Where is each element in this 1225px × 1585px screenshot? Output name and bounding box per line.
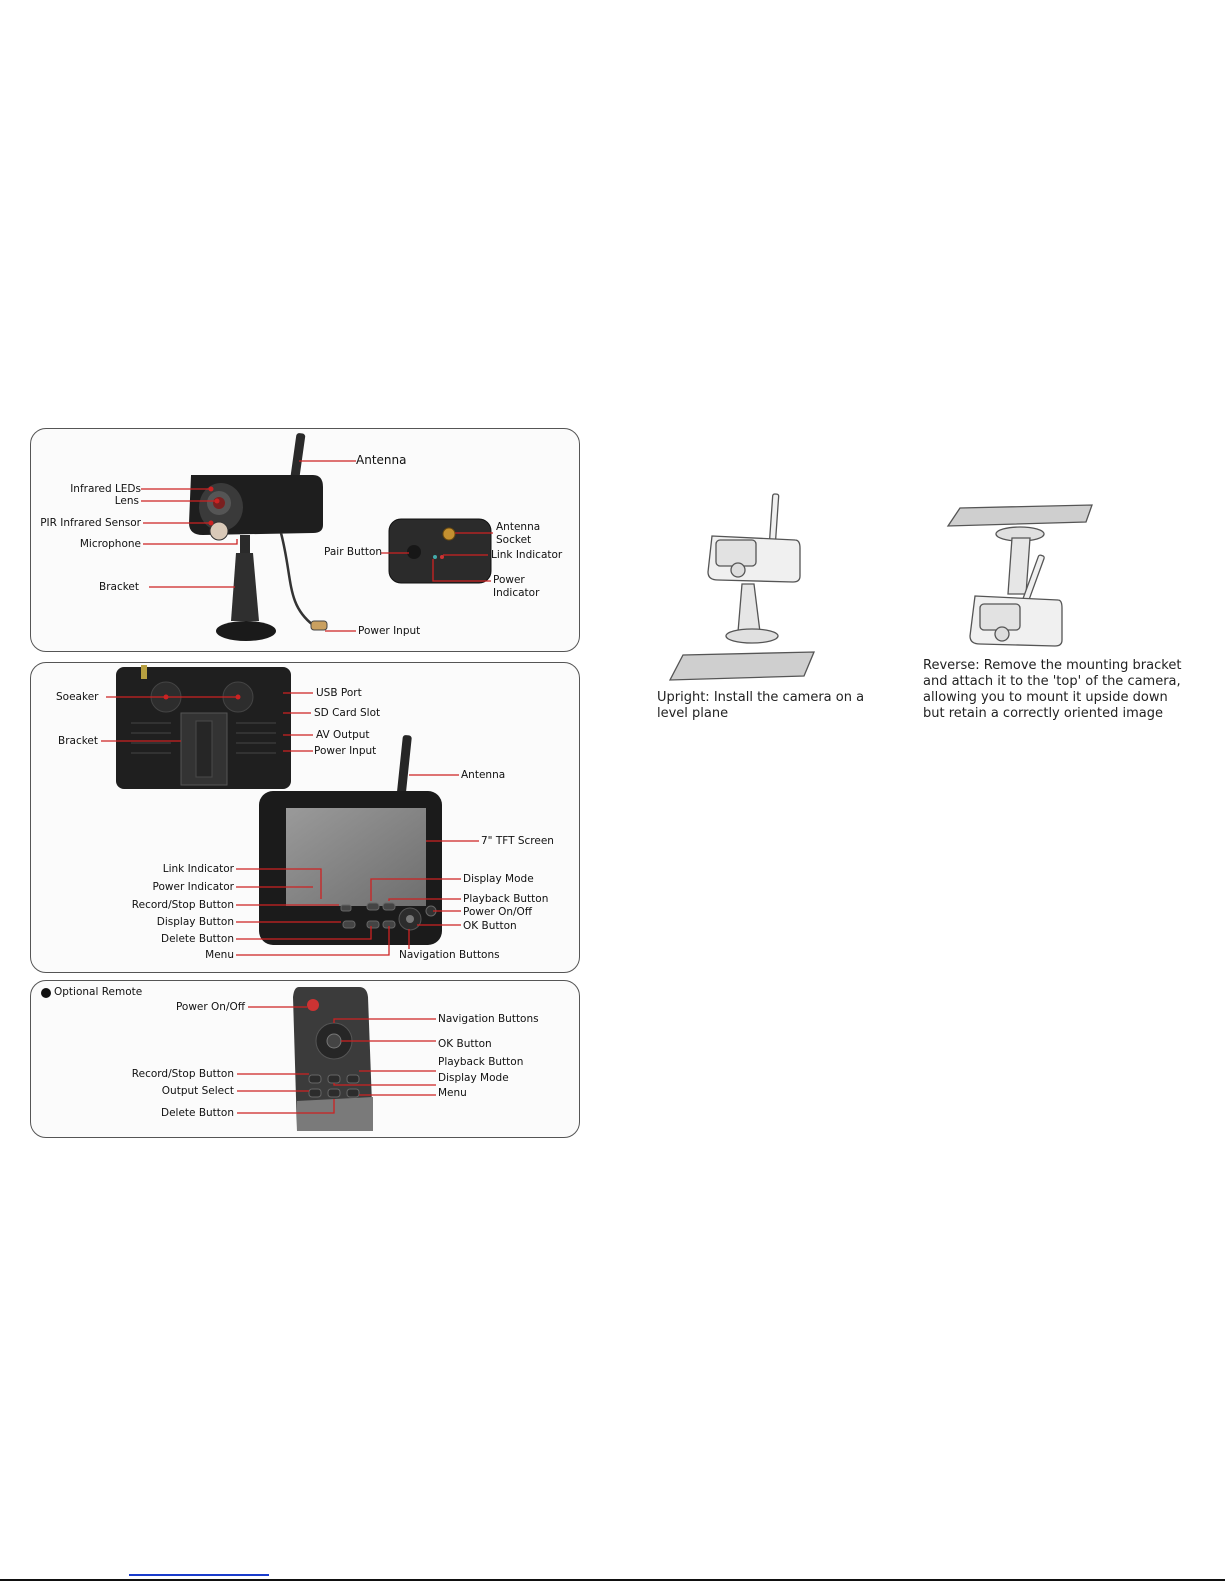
monitor-power-onoff-label: Power On/Off — [463, 906, 533, 918]
remote-navigation-buttons-label: Navigation Buttons — [438, 1013, 539, 1025]
remote-panel: Optional Remote Power On/Off Navigation … — [30, 980, 580, 1138]
monitor-link-indicator-label: Link Indicator — [162, 863, 234, 875]
power-input-label: Power Input — [358, 625, 421, 637]
camera-panel: Antenna Infrared LEDs Lens PIR Infrared … — [30, 428, 580, 652]
remote-title: Optional Remote — [54, 986, 143, 998]
remote-illustration — [41, 987, 436, 1131]
remote-playback-button-label: Playback Button — [438, 1056, 524, 1068]
remote-record-stop-label: Record/Stop Button — [131, 1068, 234, 1080]
power-indicator-label: Power Indicator — [493, 574, 540, 599]
monitor-navigation-buttons-label: Navigation Buttons — [399, 949, 500, 961]
footer-link-underline[interactable] — [129, 1574, 269, 1576]
remote-menu-label: Menu — [438, 1087, 467, 1099]
monitor-record-stop-label: Record/Stop Button — [131, 899, 234, 911]
monitor-menu-label: Menu — [205, 949, 234, 961]
remote-display-mode-label: Display Mode — [438, 1072, 509, 1084]
usb-port-label: USB Port — [316, 687, 362, 699]
camera-bracket-label: Bracket — [99, 581, 140, 593]
screen-label: 7" TFT Screen — [481, 835, 554, 847]
remote-ok-button-label: OK Button — [438, 1038, 492, 1050]
microphone-label: Microphone — [79, 538, 141, 550]
upright-caption: Upright: Install the camera on a level p… — [657, 690, 865, 721]
monitor-antenna-label: Antenna — [461, 769, 506, 781]
monitor-display-button-label: Display Button — [156, 916, 234, 928]
remote-output-select-label: Output Select — [161, 1085, 234, 1097]
monitor-delete-button-label: Delete Button — [160, 933, 234, 945]
monitor-power-indicator-label: Power Indicator — [152, 881, 234, 893]
footer-rule — [0, 1579, 1225, 1581]
camera-illustration — [141, 433, 493, 641]
av-output-label: AV Output — [316, 729, 370, 741]
monitor-playback-button-label: Playback Button — [463, 893, 549, 905]
reverse-caption: Reverse: Remove the mounting bracket and… — [923, 658, 1182, 721]
link-indicator-label: Link Indicator — [491, 549, 563, 561]
upright-mount-drawing — [668, 493, 815, 681]
remote-power-onoff-label: Power On/Off — [175, 1001, 245, 1013]
lens-label: Lens — [114, 495, 139, 507]
remote-delete-button-label: Delete Button — [160, 1107, 234, 1119]
reverse-mount-drawing — [946, 504, 1093, 647]
antenna-socket-label: Antenna Socket — [496, 521, 541, 546]
sd-card-slot-label: SD Card Slot — [314, 707, 381, 719]
monitor-power-input-label: Power Input — [314, 745, 377, 757]
infrared-leds-label: Infrared LEDs — [70, 483, 141, 495]
monitor-bracket-label: Bracket — [58, 735, 99, 747]
monitor-panel: Soeaker USB Port SD Card Slot AV Output … — [30, 662, 580, 973]
pair-button-label: Pair Button — [324, 546, 383, 558]
monitor-display-mode-label: Display Mode — [463, 873, 534, 885]
monitor-illustration — [101, 665, 479, 956]
speaker-label: Soeaker — [56, 691, 99, 703]
monitor-ok-button-label: OK Button — [463, 920, 517, 932]
antenna-label: Antenna — [356, 453, 407, 467]
pir-sensor-label: PIR Infrared Sensor — [40, 517, 141, 529]
